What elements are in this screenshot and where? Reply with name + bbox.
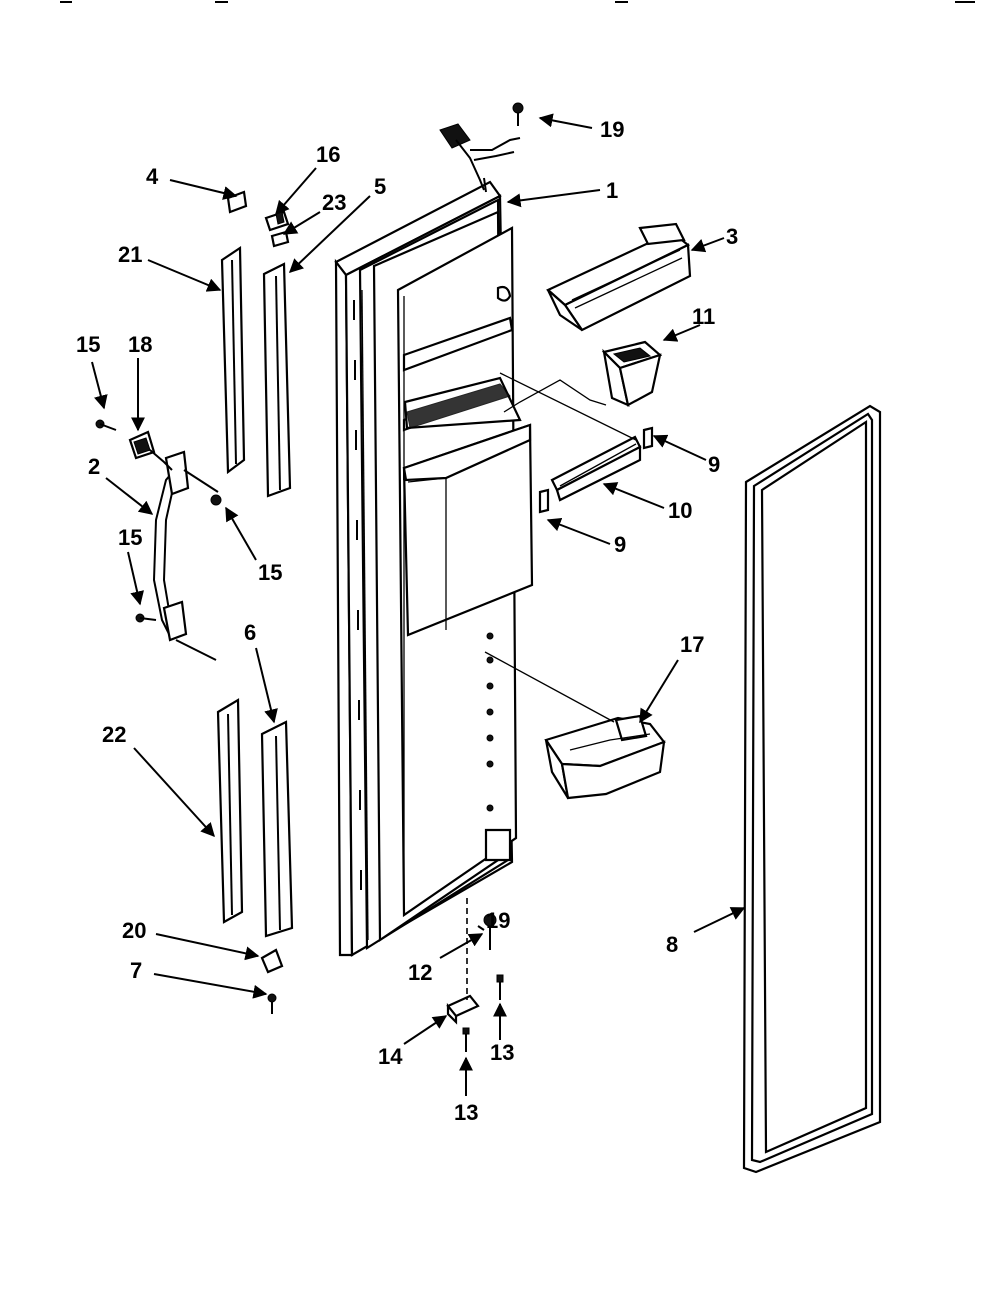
- label-19-top: 19: [600, 117, 624, 142]
- part-5-trim-upper-right: [262, 262, 292, 498]
- label-23: 23: [322, 190, 346, 215]
- part-14-hinge: [446, 994, 480, 1025]
- part-11-dispenser-cup: [503, 340, 663, 413]
- door-panel: [334, 180, 534, 957]
- label-9-upper: 9: [708, 452, 720, 477]
- screw-19-top: [512, 102, 524, 126]
- part-6-trim-lower-right: [260, 720, 294, 938]
- label-17: 17: [680, 632, 704, 657]
- part-17-lower-bin: [484, 651, 666, 800]
- label-3: 3: [726, 224, 738, 249]
- label-6: 6: [244, 620, 256, 645]
- part-19-screw-bottom: [477, 913, 497, 950]
- label-13-a: 13: [490, 1040, 514, 1065]
- part-15-screw-c: [135, 613, 157, 623]
- label-15-a: 15: [76, 332, 100, 357]
- label-9-lower: 9: [614, 532, 626, 557]
- label-1: 1: [606, 178, 618, 203]
- part-15-screw-a: [95, 419, 117, 431]
- part-labels: 19 1 3 11 9 10 9 17 8 4 16 23 5 21 15 18…: [76, 117, 738, 1125]
- part-7-screw: [267, 993, 277, 1014]
- label-15-b: 15: [258, 560, 282, 585]
- label-13-b: 13: [454, 1100, 478, 1125]
- label-4: 4: [146, 164, 159, 189]
- label-5: 5: [374, 174, 386, 199]
- part-16-clip: [264, 210, 290, 232]
- door-side-dashes: [353, 300, 362, 890]
- label-21: 21: [118, 242, 142, 267]
- part-18-clip: [128, 430, 173, 471]
- label-12: 12: [408, 960, 432, 985]
- part-22-trim-lower-left: [216, 698, 244, 924]
- part-10-rail: [499, 372, 642, 502]
- label-19-bottom: 19: [486, 908, 510, 933]
- part-23-clip: [270, 230, 290, 248]
- label-8: 8: [666, 932, 678, 957]
- part-2-handle: [152, 450, 219, 661]
- part-8-gasket: [742, 404, 882, 1174]
- label-11: 11: [692, 304, 715, 329]
- leader-lines: [91, 113, 746, 1096]
- label-20: 20: [122, 918, 146, 943]
- label-10: 10: [668, 498, 692, 523]
- part-9-clip-upper: [642, 426, 654, 450]
- part-13-screw-a: [496, 974, 504, 1000]
- label-7: 7: [130, 958, 142, 983]
- part-13-screw-b: [462, 1027, 470, 1052]
- door-holes: [486, 632, 494, 812]
- part-21-trim-upper-left: [220, 245, 246, 475]
- label-15-c: 15: [118, 525, 142, 550]
- label-18: 18: [128, 332, 152, 357]
- part-3-door-bin: [546, 222, 692, 332]
- part-15-screw-b: [210, 494, 222, 506]
- label-16: 16: [316, 142, 340, 167]
- part-20-clip: [260, 948, 284, 974]
- label-22: 22: [102, 722, 126, 747]
- label-14: 14: [378, 1044, 403, 1069]
- part-9-clip-lower: [538, 488, 550, 514]
- label-2: 2: [88, 454, 100, 479]
- wire-harness: [439, 123, 521, 193]
